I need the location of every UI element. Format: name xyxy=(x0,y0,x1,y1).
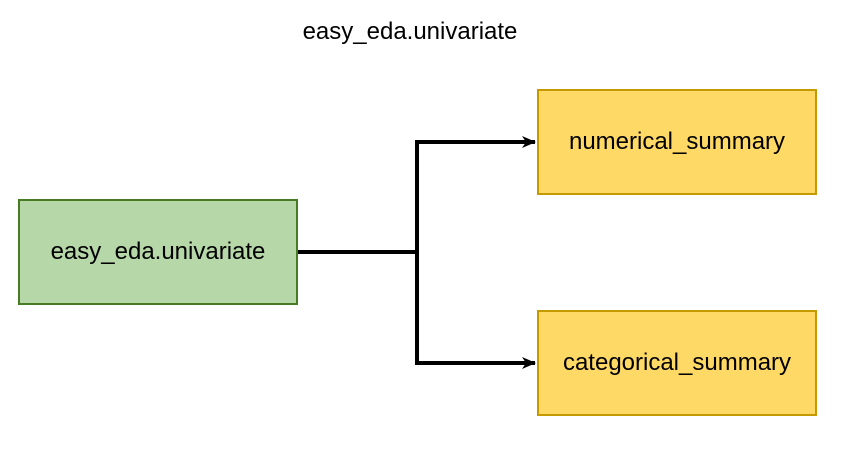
numerical-summary-node: numerical_summary xyxy=(537,89,817,195)
diagram-title: easy_eda.univariate xyxy=(302,18,518,45)
numerical-summary-label: numerical_summary xyxy=(568,128,786,155)
root-node: easy_eda.univariate xyxy=(18,199,298,305)
categorical-summary-node: categorical_summary xyxy=(537,310,817,416)
categorical-summary-label: categorical_summary xyxy=(562,349,792,376)
root-node-label: easy_eda.univariate xyxy=(50,238,266,265)
